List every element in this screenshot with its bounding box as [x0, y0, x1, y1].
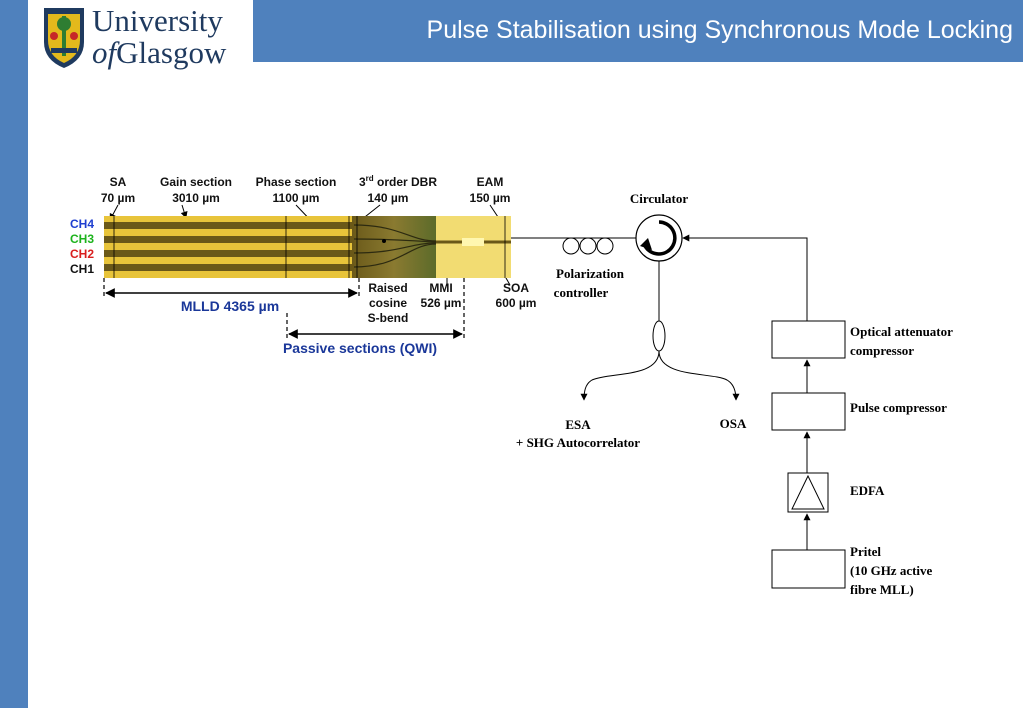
fibre-coupler-icon	[652, 320, 666, 352]
passive-sections-label: Passive sections (QWI)	[283, 340, 437, 356]
left-accent-bar	[0, 0, 28, 708]
right-chain-labels: Optical attenuator compressor Pulse comp…	[850, 324, 953, 597]
circulator-label: Circulator	[630, 191, 688, 206]
pritel-label-3: fibre MLL)	[850, 582, 914, 597]
laser-chip	[104, 216, 511, 278]
edfa-amplifier-icon	[787, 472, 829, 513]
pritel-label-1: Pritel	[850, 544, 881, 559]
fibre-to-esa	[580, 350, 660, 401]
soa-length: 600 µm	[496, 296, 537, 310]
mlld-label: MLLD 4365 µm	[181, 298, 279, 314]
crest-icon	[44, 8, 84, 68]
chip-lower-labels: Raised cosine S-bend MMI 526 µm SOA 600 …	[368, 281, 537, 325]
pulse-compressor-box	[771, 392, 846, 431]
phase-section-label: Phase section	[256, 175, 337, 189]
osa-label: OSA	[720, 416, 747, 431]
header-bar	[253, 0, 1023, 62]
dbr-length: 140 µm	[368, 191, 409, 205]
esa-label: ESA	[565, 417, 591, 432]
eam-label: EAM	[477, 175, 504, 189]
sbend-label-1: Raised	[368, 281, 407, 295]
channel-1-label: CH1	[70, 262, 94, 276]
attenuator-label-2: compressor	[850, 343, 914, 358]
sbend-label-2: cosine	[369, 296, 407, 310]
chip-section-labels: SA 70 µm Gain section 3010 µm Phase sect…	[101, 174, 511, 205]
pritel-laser-box	[771, 549, 846, 589]
soa-label: SOA	[503, 281, 529, 295]
channel-3-label: CH3	[70, 232, 94, 246]
sbend-label-3: S-bend	[368, 311, 409, 325]
eam-length: 150 µm	[470, 191, 511, 205]
optical-attenuator-box	[771, 320, 846, 359]
mmi-label: MMI	[429, 281, 452, 295]
sa-length: 70 µm	[101, 191, 135, 205]
mmi-length: 526 µm	[421, 296, 462, 310]
dbr-label: 3rd order DBR	[359, 174, 437, 189]
edfa-label: EDFA	[850, 483, 885, 498]
attenuator-label-1: Optical attenuator	[850, 324, 953, 339]
slide-title: Pulse Stabilisation using Synchronous Mo…	[426, 16, 1013, 44]
gain-section-label: Gain section	[160, 175, 232, 189]
fibre-to-osa	[658, 350, 740, 401]
circulator-icon	[635, 214, 683, 262]
channel-2-label: CH2	[70, 247, 94, 261]
polarization-controller-icon	[562, 237, 614, 255]
logo-word-glasgow: ofGlasgow	[92, 35, 227, 70]
university-logo: University ofGlasgow	[38, 4, 253, 72]
fibre-attenuator-to-circulator	[682, 234, 808, 321]
pulse-compressor-label: Pulse compressor	[850, 400, 947, 415]
gain-section-length: 3010 µm	[172, 191, 220, 205]
polarization-label-1: Polarization	[556, 266, 625, 281]
logo-word-university: University	[92, 3, 223, 38]
autocorrelator-label: + SHG Autocorrelator	[516, 435, 640, 450]
chip-dashed-guides	[103, 278, 465, 338]
polarization-label-2: controller	[554, 285, 609, 300]
pritel-label-2: (10 GHz active	[850, 563, 933, 578]
channel-labels: CH4 CH3 CH2 CH1	[70, 217, 94, 276]
sa-label: SA	[110, 175, 127, 189]
phase-section-length: 1100 µm	[273, 191, 320, 205]
channel-4-label: CH4	[70, 217, 94, 231]
